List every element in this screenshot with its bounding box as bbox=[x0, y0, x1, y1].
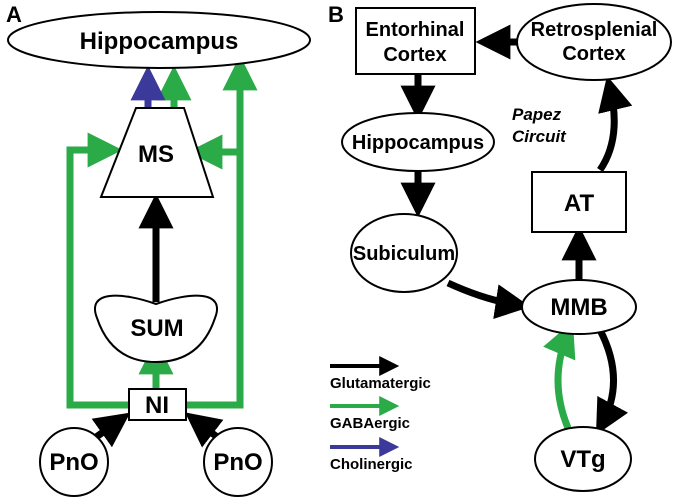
sum-label: SUM bbox=[130, 315, 183, 342]
path-mmb-to-vtg bbox=[595, 328, 629, 436]
legend: Glutamatergic GABAergic Cholinergic bbox=[330, 356, 431, 473]
papez-circuit-label: Papez Circuit bbox=[512, 105, 567, 146]
retrosplenial-label-1: Retrosplenial bbox=[531, 19, 658, 41]
node-entorhinal-cortex: Entorhinal Cortex bbox=[355, 7, 476, 75]
node-retrosplenial-cortex: Retrosplenial Cortex bbox=[516, 3, 672, 81]
node-vtg: VTg bbox=[534, 426, 632, 492]
node-at: AT bbox=[531, 171, 627, 233]
subiculum-label: Subiculum bbox=[353, 243, 455, 265]
ni-label: NI bbox=[145, 392, 169, 419]
ms-label: MS bbox=[138, 141, 174, 168]
legend-label-cholinergic: Cholinergic bbox=[330, 456, 413, 473]
path-ni-to-ms-left bbox=[66, 132, 128, 409]
legend-label-glutamatergic: Glutamatergic bbox=[330, 375, 431, 392]
panel-b-glutamatergic-paths bbox=[400, 24, 633, 436]
hippocampus-b-label: Hippocampus bbox=[352, 132, 484, 154]
panel-a-gabaergic-paths bbox=[66, 55, 258, 409]
node-pno-left: PnO bbox=[39, 427, 109, 497]
node-subiculum: Subiculum bbox=[350, 213, 458, 293]
entorhinal-label-1: Entorhinal bbox=[366, 19, 465, 41]
retrosplenial-label-2: Cortex bbox=[562, 43, 625, 65]
legend-item-cholinergic: Cholinergic bbox=[330, 437, 413, 473]
pno-right-label: PnO bbox=[213, 449, 262, 476]
node-ni: NI bbox=[128, 388, 187, 421]
mmb-label: MMB bbox=[550, 294, 607, 321]
legend-label-gabaergic: GABAergic bbox=[330, 415, 410, 432]
papez-label-2: Circuit bbox=[512, 127, 567, 146]
at-label: AT bbox=[564, 190, 595, 217]
path-ni-to-hippocampus bbox=[187, 55, 258, 409]
panel-b-label: B bbox=[328, 2, 344, 27]
pno-left-label: PnO bbox=[49, 449, 98, 476]
legend-item-glutamatergic: Glutamatergic bbox=[330, 356, 431, 392]
entorhinal-label-2: Cortex bbox=[383, 44, 446, 66]
node-hippocampus-b: Hippocampus bbox=[341, 112, 495, 172]
node-ms: MS bbox=[99, 107, 215, 198]
node-hippocampus-a: Hippocampus bbox=[7, 11, 311, 69]
path-vtg-to-mmb bbox=[543, 321, 576, 430]
path-at-to-retrosplenial bbox=[597, 75, 633, 172]
papez-label-1: Papez bbox=[512, 105, 562, 124]
node-pno-right: PnO bbox=[203, 427, 273, 497]
legend-item-gabaergic: GABAergic bbox=[330, 396, 410, 432]
panel-a-label: A bbox=[6, 2, 22, 27]
node-mmb: MMB bbox=[521, 279, 637, 335]
node-sum: SUM bbox=[94, 294, 218, 364]
vtg-label: VTg bbox=[560, 446, 605, 473]
hippocampus-a-label: Hippocampus bbox=[80, 28, 239, 55]
path-subiculum-to-mmb bbox=[446, 279, 531, 319]
